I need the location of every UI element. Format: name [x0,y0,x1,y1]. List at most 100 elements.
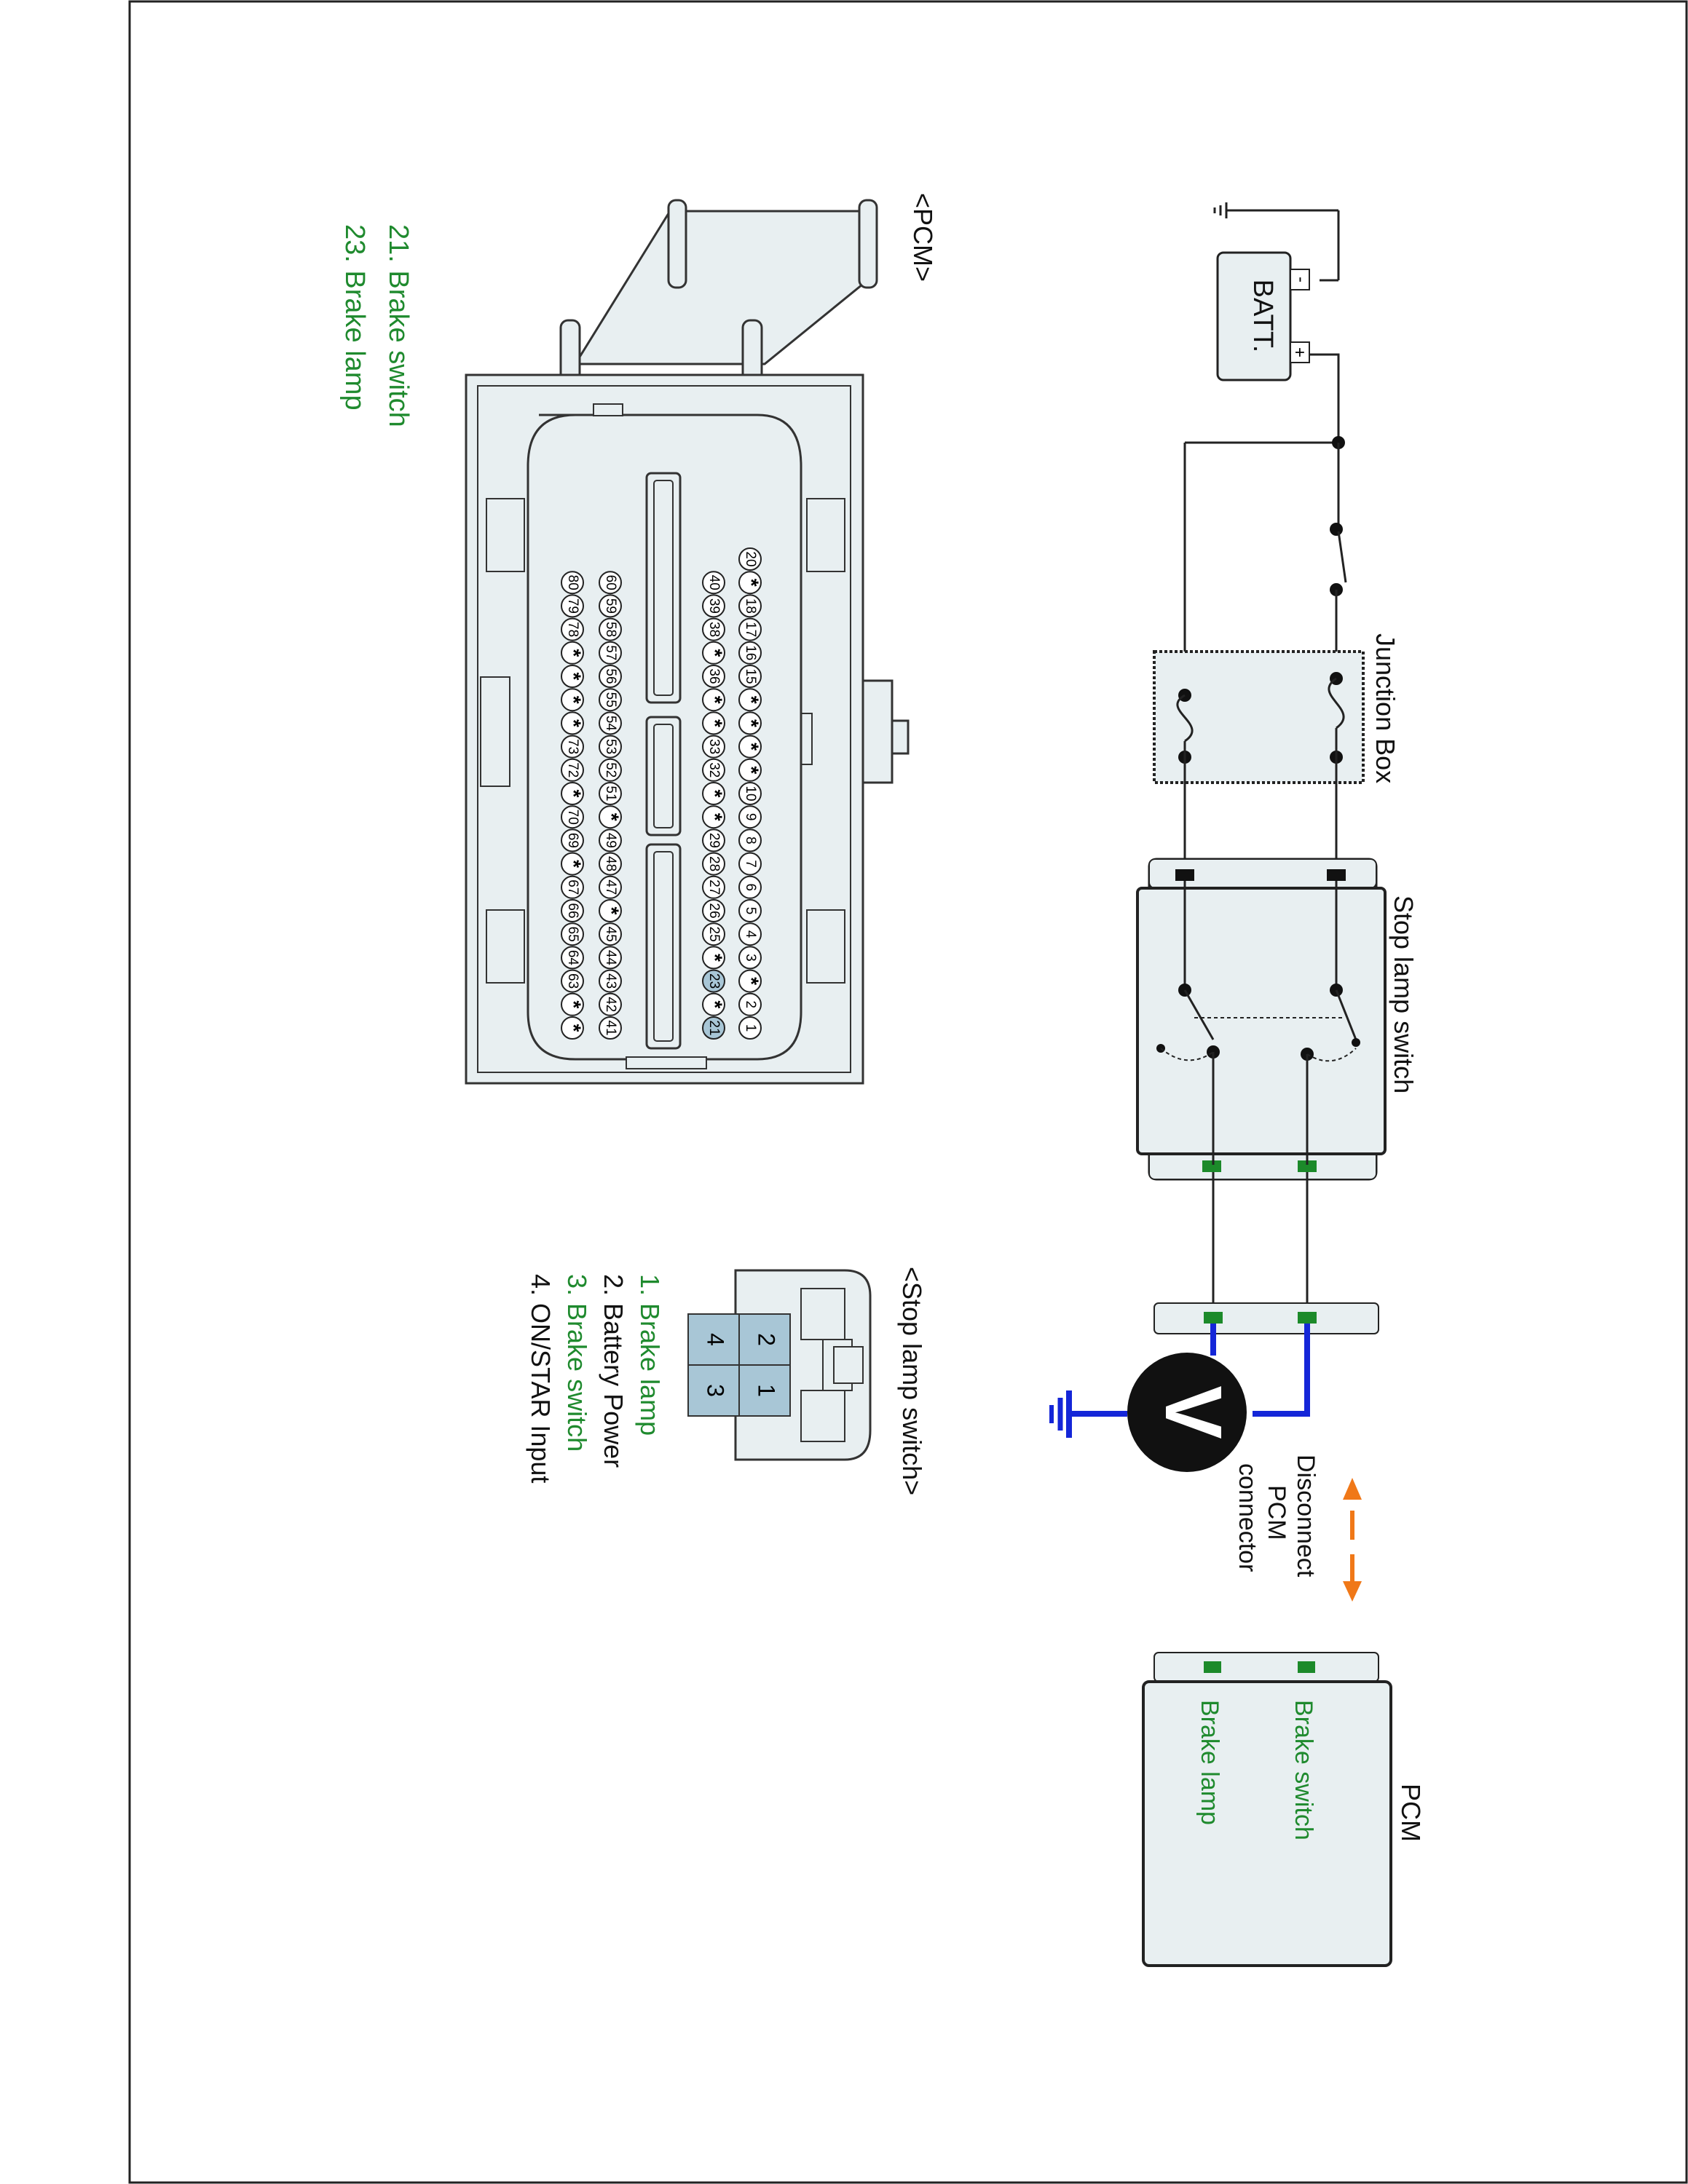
pcm-pin-label: 48 [603,856,618,871]
pcm-pin-unused [561,782,584,805]
pcm-pin-unused [702,805,725,829]
stop-lamp-connector-title: <Stop lamp switch> [897,1267,927,1495]
pcm-pin-label: 9 [743,813,758,821]
ignition-switch [1337,531,1347,583]
pcm-pin-20 [738,547,762,571]
voltmeter-icon [1127,1353,1247,1472]
pcm-pin-label: * [563,696,585,704]
pcm-connector-title: <PCM> [908,193,938,282]
pcm-pin-label: 28 [706,856,722,871]
pcm-pin-54 [599,711,622,735]
stop-lamp-switch: Stop lamp switch [1136,858,1419,1181]
pcm-pin-59 [599,594,622,618]
stop-lamp-cell-3: 3 [703,1384,729,1397]
pcm-pin-unused [702,688,725,712]
pcm-pin-56 [599,665,622,688]
pcm-pin-label: 58 [603,622,618,637]
pcm-pin-18 [738,594,762,618]
pcm-pin-4 [738,922,762,946]
pcm-pin-unused [702,782,725,805]
pcm-pin-label: 47 [603,879,618,895]
pcm-pin-unused [702,946,725,970]
pcm-pin-label: 16 [743,645,758,660]
pcm-pin-unused [738,735,762,759]
pcm-pin-label: 21 [706,1020,722,1035]
pcm-pin-39 [702,594,725,618]
pcm-pin-label: 63 [565,973,580,989]
pcm-label: PCM [1396,1784,1426,1842]
battery-minus-label: - [1291,277,1311,282]
pcm-pin-label: 51 [603,786,618,801]
pcm-pin-28 [702,852,725,876]
pcm-pin-label: 65 [565,927,580,942]
pcm-pin-label: 80 [565,575,580,590]
pcm-pin-label: 57 [603,645,618,660]
pcm-pin-label: 1 [743,1024,758,1032]
pcm-pin-unused [738,758,762,782]
pcm-pin-23 [702,969,725,993]
pcm-pin-label: * [563,1024,585,1032]
pcm-pin-38 [702,617,725,641]
stop-lamp-cell-2: 2 [754,1333,780,1346]
pcm-pin-51 [599,782,622,805]
pcm-pin-label: 53 [603,739,618,754]
pcm-pin-brake-lamp: Brake lamp [1196,1700,1223,1825]
pcm-pin-label: 3 [743,954,758,962]
harness-connector [1153,1302,1379,1334]
pcm-pin-label: * [741,977,763,985]
pcm-legend-item-21: 21. Brake switch [383,224,414,427]
pcm-pin-label: 69 [565,833,580,848]
pcm-pin-unused [561,1016,584,1040]
pcm-pin-label: 41 [603,1020,618,1035]
pcm-pin-40 [702,571,725,595]
pcm-pin-26 [702,899,725,922]
pcm-pin-41 [599,1016,622,1040]
pcm-pin-1 [738,1016,762,1040]
pcm-pin-unused [702,641,725,665]
pcm-pin-label: * [704,719,727,727]
pcm-pin-label: 6 [743,884,758,892]
pcm-pin-47 [599,875,622,899]
pcm-pin-label: 7 [743,860,758,868]
pcm-pin-57 [599,641,622,665]
disconnect-label-line3: connector [1234,1463,1261,1572]
pcm-pin-label: 79 [565,598,580,614]
pcm-pin-33 [702,735,725,759]
pcm-pin-label: 32 [706,762,722,778]
arrow-up-icon [1343,1478,1362,1500]
pcm-pin-3 [738,946,762,970]
pcm-pin-label: * [704,649,727,657]
pcm-pin-label: 70 [565,810,580,825]
stop-lamp-connector: <Stop lamp switch> 2 1 4 3 1. Brake lamp… [526,1267,927,1495]
pcm-pin-49 [599,828,622,852]
pcm-pin-label: * [563,673,585,681]
pcm-pin-64 [561,946,584,970]
pcm-pin-66 [561,899,584,922]
pcm-pin-7 [738,852,762,876]
pcm-pin-label: 66 [565,903,580,918]
pcm-pin-67 [561,875,584,899]
pcm-pin-label: * [741,766,763,774]
pcm-pin-25 [702,922,725,946]
pcm-pin-58 [599,617,622,641]
pcm-pin-label: 33 [706,739,722,754]
pcm-pin-label: 49 [603,833,618,848]
pcm-pin-label: * [563,1000,585,1008]
stop-lamp-cell-1: 1 [754,1384,780,1397]
pcm-pin-unused [561,711,584,735]
pcm-pin-label: * [741,743,763,751]
pcm-pin-label: 39 [706,598,722,614]
pcm-pin-label: 64 [565,950,580,966]
pcm-pin-label: 60 [603,575,618,590]
pcm-pin-unused [561,992,584,1016]
junction-box: Junction Box [1153,633,1400,784]
pcm-pin-label: * [601,907,623,915]
battery: - + BATT. [1216,251,1311,381]
pcm-pin-unused [738,571,762,595]
stop-lamp-legend-3: 3. Brake switch [562,1274,592,1452]
pcm-pin-unused [738,688,762,712]
stop-lamp-switch-label: Stop lamp switch [1389,895,1419,1093]
circuit-diagram: - + BATT. Junction Box [1049,202,1426,1967]
pcm-pin-21 [702,1016,725,1040]
pcm-pin-label: * [704,790,727,798]
